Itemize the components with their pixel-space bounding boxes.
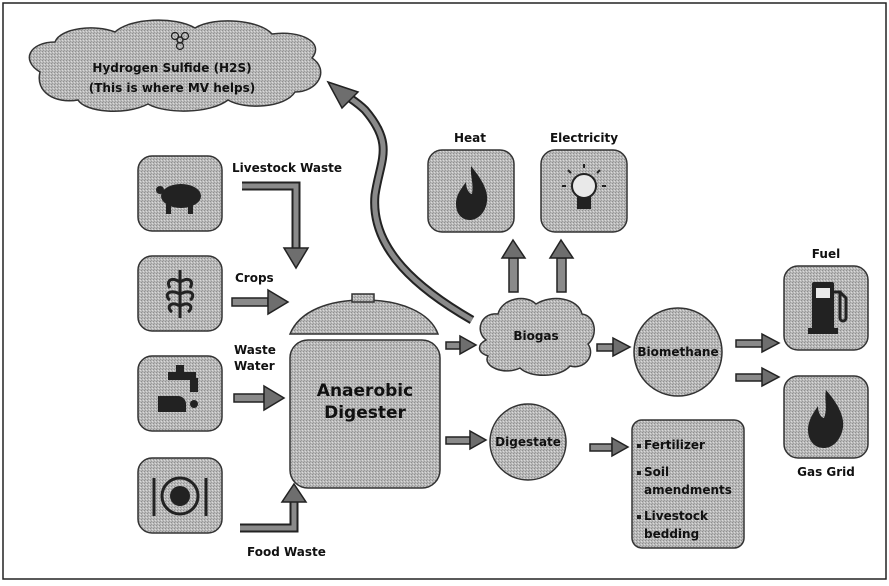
digestate-uses-box: Fertilizer Soil amendments Livestock bed… xyxy=(631,419,745,549)
flame-icon xyxy=(456,166,488,220)
arrow-food-to-digester xyxy=(240,482,308,533)
h2s-cloud: Hydrogen Sulfide (H2S) (This is where MV… xyxy=(28,19,322,112)
plant-icon xyxy=(165,270,195,318)
arrow-biogas-to-h2s xyxy=(326,80,475,324)
label-crops: Crops xyxy=(235,271,274,285)
lightbulb-icon xyxy=(562,164,606,209)
biomethane-node: Biomethane xyxy=(633,307,723,397)
use-bedding-2: bedding xyxy=(644,527,699,541)
arrow-biogas-to-heat xyxy=(500,238,527,293)
digestate-node: Digestate xyxy=(489,403,567,481)
cloud-line-1: Hydrogen Sulfide (H2S) xyxy=(92,61,251,75)
digestate-label: Digestate xyxy=(495,435,561,449)
arrow-biogas-to-biomethane xyxy=(596,336,632,358)
anaerobic-digester: Anaerobic Digester xyxy=(288,293,441,489)
arrow-biogas-to-electricity xyxy=(548,238,575,293)
arrow-digester-to-digestate xyxy=(445,429,488,451)
label-gas-grid: Gas Grid xyxy=(797,465,855,479)
use-fertilizer: Fertilizer xyxy=(644,438,705,452)
digester-line-2: Digester xyxy=(324,403,406,423)
gas-grid-box: Gas Grid xyxy=(783,375,869,479)
faucet-icon xyxy=(158,365,198,412)
use-soil-2: amendments xyxy=(644,483,732,497)
food-box xyxy=(137,457,223,534)
use-bedding-1: Livestock xyxy=(644,509,709,523)
label-food-waste: Food Waste xyxy=(247,545,326,559)
label-heat: Heat xyxy=(454,131,486,145)
use-soil-1: Soil xyxy=(644,465,669,479)
plate-icon xyxy=(152,476,208,516)
label-waste-water-1: Waste xyxy=(234,343,276,357)
fuel-pump-icon xyxy=(808,282,848,334)
pig-icon xyxy=(156,184,201,214)
label-waste-water-2: Water xyxy=(234,359,275,373)
biohazard-icon xyxy=(170,31,190,51)
digester-line-1: Anaerobic xyxy=(317,381,413,401)
fuel-box: Fuel xyxy=(783,247,869,351)
livestock-box xyxy=(137,155,223,232)
arrow-waste-water-to-digester xyxy=(233,384,286,412)
waste-water-box xyxy=(137,355,223,432)
arrow-biomethane-to-gas-grid xyxy=(735,366,781,388)
crops-box xyxy=(137,255,223,332)
biogas-label: Biogas xyxy=(513,329,558,343)
biomethane-label: Biomethane xyxy=(637,345,718,359)
gas-flame-icon xyxy=(808,390,844,448)
electricity-box: Electricity xyxy=(540,131,628,233)
arrow-digestate-to-uses xyxy=(589,436,630,458)
arrow-livestock-to-digester xyxy=(242,181,310,270)
label-fuel: Fuel xyxy=(812,247,840,261)
label-livestock-waste: Livestock Waste xyxy=(232,161,342,175)
arrow-biomethane-to-fuel xyxy=(735,332,781,354)
arrow-digester-to-biogas xyxy=(445,334,478,356)
arrow-crops-to-digester xyxy=(231,288,290,316)
biogas-cloud: Biogas xyxy=(478,297,595,376)
label-electricity: Electricity xyxy=(550,131,618,145)
cloud-line-2: (This is where MV helps) xyxy=(89,81,256,95)
heat-box: Heat xyxy=(427,131,515,233)
